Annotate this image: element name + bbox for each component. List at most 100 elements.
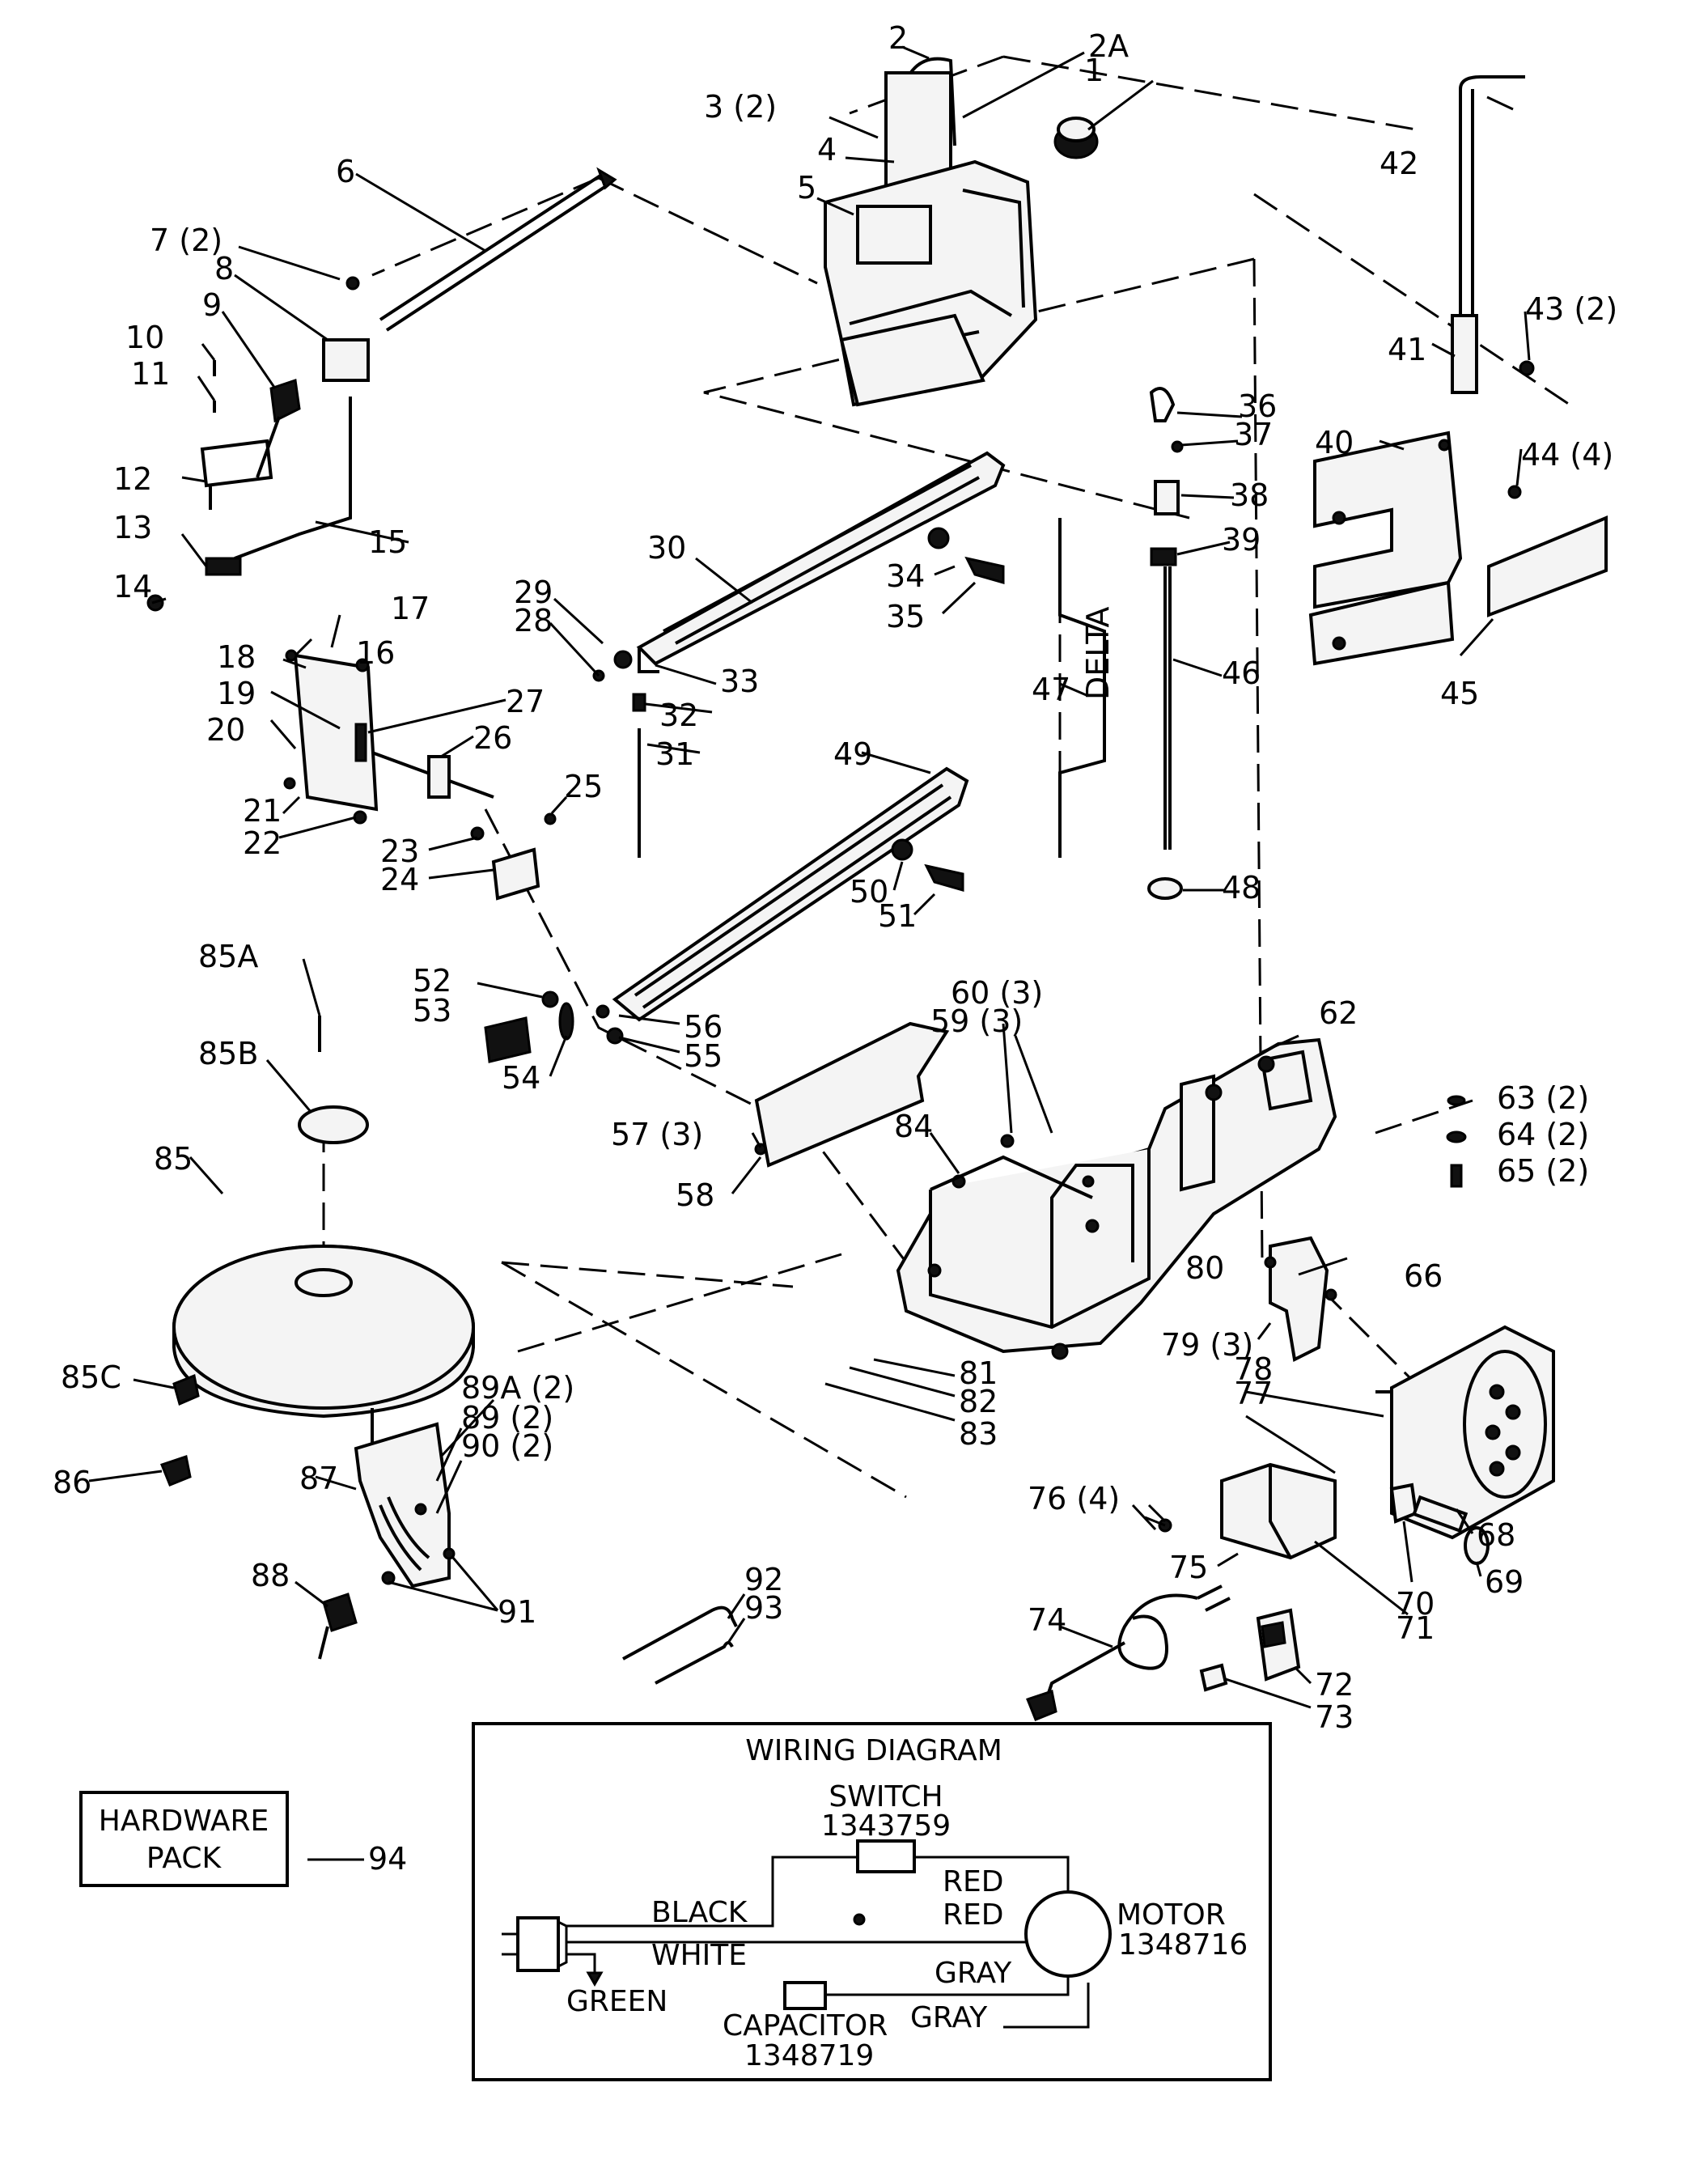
callout: 6 [336, 154, 355, 189]
callout: 16 [356, 635, 395, 671]
callout: 47 [1032, 672, 1070, 707]
wire-black: BLACK [651, 1896, 748, 1929]
part-4-block [856, 205, 932, 265]
wire-red-top: RED [943, 1865, 1003, 1898]
callout: 48 [1222, 870, 1261, 906]
part-88-knob [322, 1593, 358, 1632]
callout: 75 [1169, 1550, 1208, 1585]
callout: 88 [251, 1558, 290, 1593]
callout: 72 [1315, 1667, 1354, 1703]
part-1-knob-cap [1057, 117, 1096, 142]
callout: 53 [413, 993, 451, 1029]
callout: 21 [243, 793, 282, 829]
callout: 90 (2) [461, 1428, 553, 1464]
part-59-cover [754, 1021, 950, 1168]
callout: 10 [125, 320, 164, 355]
part-40-guard [1313, 431, 1463, 609]
callout: 63 (2) [1497, 1080, 1589, 1116]
callout: 58 [676, 1177, 714, 1213]
callout: 32 [659, 698, 698, 733]
callout: 85 [154, 1141, 193, 1177]
wire-gray-top: GRAY [935, 1957, 1012, 1990]
callout: 14 [113, 569, 152, 604]
wire-gray-bottom: GRAY [910, 2001, 988, 2034]
hardware-pack-line2: PACK [146, 1842, 223, 1875]
part-50-washer [891, 838, 913, 861]
part-70-knob [1389, 1482, 1418, 1524]
part-41-holder [1451, 314, 1478, 394]
callout-labels: 1 2 2A 3 (2) 4 5 6 7 (2) 8 9 10 11 12 13… [53, 20, 1617, 1877]
callout: 56 [684, 1009, 723, 1045]
callout: 85C [61, 1359, 121, 1395]
callout: 4 [817, 132, 837, 168]
callout: 43 (2) [1525, 291, 1617, 327]
callout: 91 [498, 1594, 536, 1630]
callout: 40 [1315, 425, 1354, 460]
wiring-title: WIRING DIAGRAM [745, 1734, 1002, 1767]
part-80-bracket [1269, 1236, 1329, 1362]
part-48-pad [1147, 877, 1183, 900]
capacitor-symbol [783, 1981, 827, 2010]
callout: 93 [744, 1590, 783, 1626]
callout: 38 [1230, 477, 1269, 513]
switch-symbol [856, 1839, 916, 1873]
callout: 85A [198, 939, 258, 974]
part-92-wrench [622, 1605, 738, 1661]
callout: 80 [1185, 1250, 1224, 1286]
switch-part-number: 1343759 [821, 1809, 951, 1843]
part-45-guard [1487, 515, 1608, 617]
callout: 82 [959, 1384, 998, 1419]
callout: 25 [564, 769, 603, 804]
callout: 46 [1222, 655, 1261, 691]
callout: 18 [217, 639, 256, 675]
callout: 44 (4) [1521, 437, 1613, 473]
hardware-pack-line1: HARDWARE [99, 1805, 269, 1838]
callout: 9 [202, 287, 222, 323]
callout: 26 [473, 720, 512, 756]
callout: 51 [878, 898, 917, 934]
callout: 50 [850, 874, 888, 910]
callout: 49 [833, 736, 872, 772]
callout: 2A [1088, 28, 1129, 64]
part-49-lower-arm [612, 766, 969, 1022]
leader-lines [88, 45, 1531, 1861]
callout: 69 [1485, 1564, 1524, 1600]
callout: 20 [206, 712, 245, 748]
callout: 45 [1440, 676, 1479, 711]
part-34-washer [927, 527, 950, 549]
callout: 76 (4) [1028, 1481, 1120, 1516]
callout: 78 [1234, 1351, 1273, 1387]
part-74-cord [1042, 1593, 1198, 1708]
capacitor-part-number: 1348719 [744, 2039, 874, 2072]
callout: 86 [53, 1465, 91, 1500]
callout: 1 [1084, 53, 1104, 88]
callout: 42 [1380, 146, 1418, 181]
callout: 33 [720, 664, 759, 699]
switch-label: SWITCH [829, 1780, 943, 1813]
hardware-pack-box: HARDWARE PACK [79, 1791, 289, 1887]
motor-label: MOTOR [1117, 1898, 1226, 1932]
part-51-bolt [924, 863, 964, 892]
callout: 2 [888, 20, 908, 56]
callout: 39 [1222, 522, 1261, 558]
callout: 68 [1477, 1517, 1515, 1553]
part-8-clamp [322, 338, 370, 382]
callout: 59 (3) [930, 1003, 1023, 1039]
callout: 8 [214, 251, 234, 286]
callout: 60 (3) [951, 975, 1043, 1011]
motor-part-number: 1348716 [1118, 1928, 1248, 1962]
part-19-plate [293, 653, 379, 812]
callout: 57 (3) [611, 1117, 703, 1152]
motor-symbol [1024, 1890, 1112, 1978]
part-9-lever [269, 379, 301, 423]
callout: 3 (2) [704, 89, 777, 125]
callout: 65 (2) [1497, 1153, 1589, 1189]
callout: 31 [655, 736, 694, 772]
callout: 62 [1319, 995, 1358, 1031]
callout: 19 [217, 676, 256, 711]
callout: 37 [1234, 417, 1273, 452]
callout: 24 [380, 862, 419, 897]
part-87-trunnion [354, 1422, 451, 1588]
callout: 74 [1028, 1602, 1066, 1638]
callout: 81 [959, 1355, 998, 1391]
